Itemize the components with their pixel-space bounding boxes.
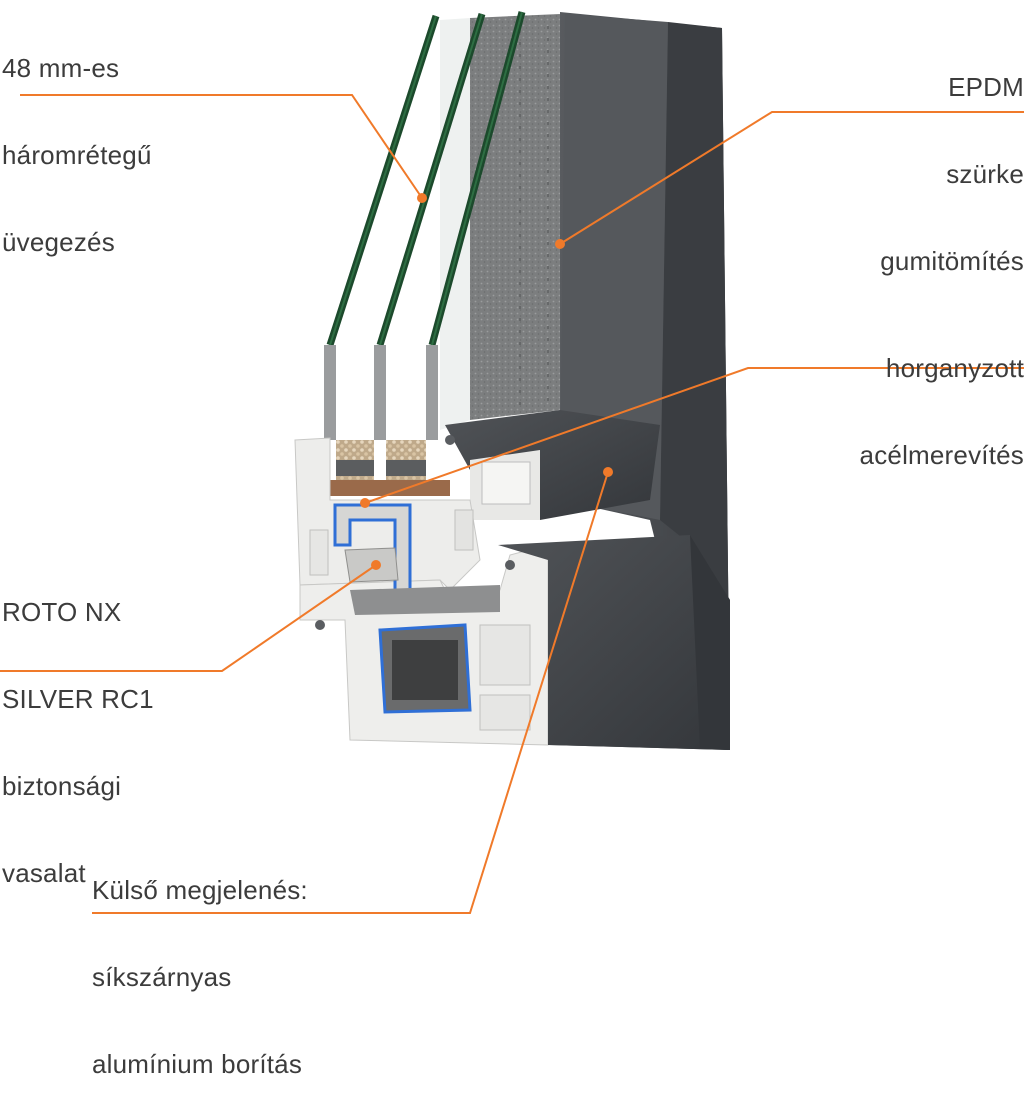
dot-epdm: [555, 239, 565, 249]
leader-exterior: [92, 471, 609, 914]
leader-epdm: [559, 111, 1024, 245]
label-epdm-line3: gumitömítés: [880, 246, 1024, 276]
label-exterior-line3: alumínium borítás: [92, 1049, 303, 1079]
exterior-aluminium-cladding: [498, 535, 730, 750]
label-hardware-line2: SILVER RC1: [2, 684, 154, 714]
label-epdm-line1: EPDM: [948, 72, 1024, 102]
label-epdm-line2: szürke: [946, 159, 1024, 189]
dot-hardware: [371, 560, 381, 570]
leader-hardware: [0, 564, 377, 672]
dot-glazing: [417, 193, 427, 203]
label-hardware-line4: vasalat: [2, 858, 86, 888]
sash-aluminium-cap: [445, 410, 660, 520]
label-steel-line2: acélmerevítés: [859, 440, 1024, 470]
leader-steel: [364, 367, 1024, 504]
label-hardware-line1: ROTO NX: [2, 597, 122, 627]
window-profile-diagram: [0, 11, 1024, 914]
leader-glazing: [20, 94, 423, 199]
label-hardware: ROTO NX SILVER RC1 biztonsági vasalat: [2, 540, 154, 917]
label-exterior-line2: síkszárnyas: [92, 962, 232, 992]
label-exterior-line1: Külső megjelenés:: [92, 875, 308, 905]
label-glazing: 48 mm-es háromrétegű üvegezés: [2, 0, 152, 286]
label-steel: horganyzott acélmerevítés: [860, 296, 1024, 499]
label-exterior: Külső megjelenés: síkszárnyas alumínium …: [92, 818, 308, 1108]
label-epdm: EPDM szürke gumitömítés: [880, 15, 1024, 305]
label-glazing-line3: üvegezés: [2, 227, 115, 257]
dot-exterior: [603, 467, 613, 477]
leader-lines: [0, 94, 1024, 914]
leader-dots: [360, 193, 613, 570]
label-glazing-line1: 48 mm-es: [2, 53, 120, 83]
dot-steel: [360, 498, 370, 508]
label-steel-line1: horganyzott: [885, 353, 1024, 383]
label-glazing-line2: háromrétegű: [2, 140, 152, 170]
pvc-profile: [294, 435, 549, 746]
glazing-unit: [320, 11, 560, 496]
label-hardware-line3: biztonsági: [2, 771, 122, 801]
